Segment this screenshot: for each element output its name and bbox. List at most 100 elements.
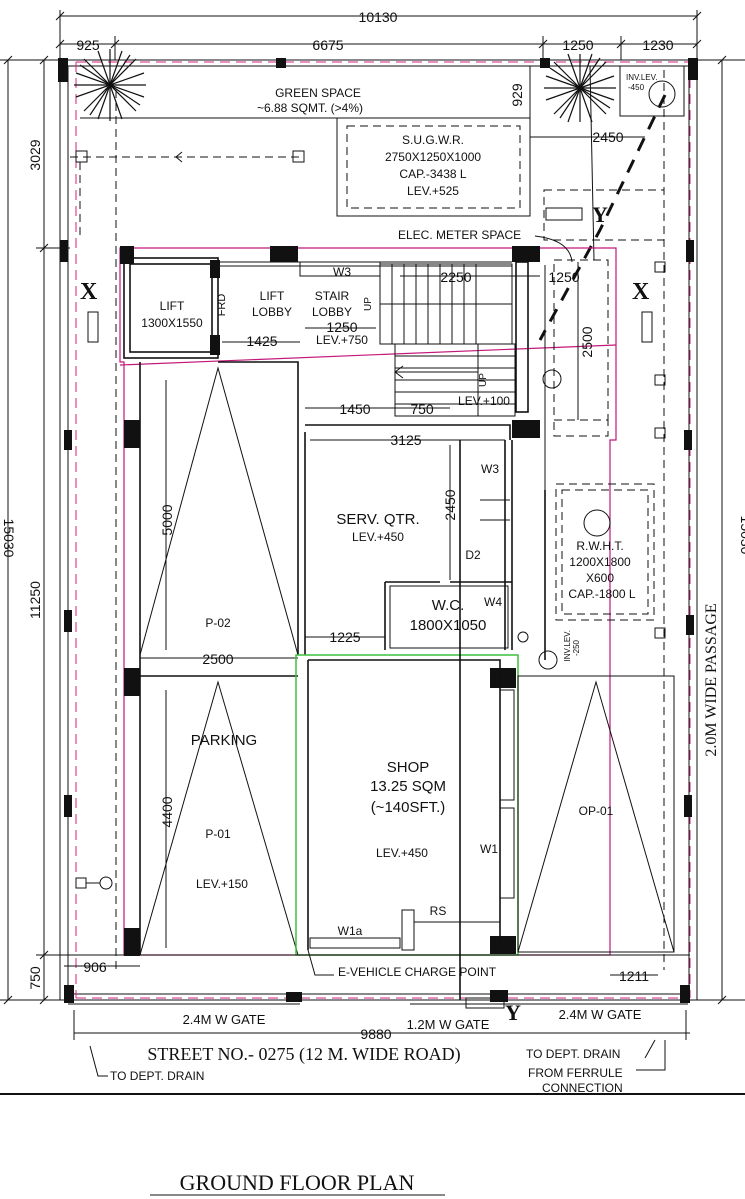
p02-label: P-02 <box>205 616 231 630</box>
building-columns <box>120 246 540 956</box>
dim-top-seg-4: 1230 <box>642 37 673 53</box>
stair-up-label-2: UP <box>478 373 489 387</box>
boundary-columns <box>58 58 698 1003</box>
section-x-right-label: X <box>632 279 650 305</box>
p01-name: P-01 <box>205 827 231 841</box>
interior-walls: 1450 750 3125 2450 <box>139 265 546 955</box>
street: STREET NO.- 0275 (12 M. WIDE ROAD) TO DE… <box>0 1039 745 1095</box>
dim-1450: 1450 <box>339 401 370 417</box>
duct-dashed-area: 2500 <box>515 259 609 437</box>
opening-w4: W4 <box>484 595 502 609</box>
dim-2250: 2250 <box>440 269 471 285</box>
green-space: GREEN SPACE ~6.88 SQMT. (>4%) <box>80 86 525 119</box>
p01-lev: LEV.+150 <box>196 877 248 891</box>
dim-2500-vertical: 2500 <box>579 326 595 357</box>
to-dept-drain-left: TO DEPT. DRAIN <box>110 1069 204 1083</box>
tree-right-icon <box>544 53 616 123</box>
inv-lev-top-2: -450 <box>628 83 645 92</box>
lift-name: LIFT <box>160 299 185 313</box>
dim-2450-vertical: 2450 <box>442 489 458 520</box>
dim-left-3029: 3029 <box>27 139 43 170</box>
open-parking-op01: OP-01 <box>517 675 675 953</box>
opening-d2: D2 <box>465 548 481 562</box>
section-mark-y-bottom: Y <box>465 997 521 1025</box>
lift: LIFT 1300X1550 FRD <box>123 257 228 359</box>
opening-rs: RS <box>430 904 447 918</box>
stair-up-label: UP <box>363 297 374 311</box>
dim-left-11250: 11250 <box>27 581 43 619</box>
inv-lev-mid-2: -250 <box>572 639 581 656</box>
sugwr-tank: S.U.G.W.R. 2750X1250X1000 CAP.-3438 L LE… <box>336 117 531 217</box>
from-ferrule-2: CONNECTION <box>542 1081 623 1095</box>
wc-size: 1800X1050 <box>410 617 487 634</box>
opening-w1a: W1a <box>338 924 363 938</box>
stair-lobby-lev: LEV.+750 <box>316 333 368 347</box>
green-space-name: GREEN SPACE <box>275 86 361 100</box>
dim-2450-top: 2450 <box>592 129 623 145</box>
section-mark-x-right: X <box>632 279 653 343</box>
dim-1250-stair: 1250 <box>326 319 357 335</box>
section-y-top-label: Y <box>592 202 608 227</box>
green-space-area: ~6.88 SQMT. (>4%) <box>257 101 363 115</box>
wc: W.C. 1800X1050 W4 <box>384 581 512 650</box>
street-label: STREET NO.- 0275 (12 M. WIDE ROAD) <box>147 1044 460 1065</box>
lift-size: 1300X1550 <box>141 316 203 330</box>
dim-3125: 3125 <box>390 432 421 448</box>
dim-750-stair: 750 <box>410 401 434 417</box>
dim-left-total: 15030 <box>1 519 17 558</box>
dim-right-total: 15030 <box>738 516 745 555</box>
opening-w1: W1 <box>480 842 498 856</box>
dim-1425: 1425 <box>246 333 277 349</box>
manhole-1-icon <box>542 369 562 389</box>
parking-p01: PARKING 4400 P-01 LEV.+150 <box>139 680 299 956</box>
inv-lev-top-1: INV.LEV. <box>626 73 657 82</box>
dim-4400: 4400 <box>159 796 175 827</box>
dim-bottom-total: 9880 <box>360 1026 391 1042</box>
rwht-size2: X600 <box>586 571 614 585</box>
sugwr-lev: LEV.+525 <box>407 184 459 198</box>
servant-quarter: SERV. QTR. LEV.+450 <box>336 511 419 544</box>
gate-middle: 1.2M W GATE <box>407 1017 490 1032</box>
shop-area2: (~140SFT.) <box>371 799 446 816</box>
wc-name: W.C. <box>432 597 465 614</box>
plan-title-text: GROUND FLOOR PLAN <box>180 1170 415 1195</box>
to-dept-drain-right: TO DEPT. DRAIN <box>526 1047 620 1061</box>
section-mark-y-top: Y <box>545 202 608 227</box>
inspection-pit-top: INV.LEV. -450 <box>619 65 685 117</box>
frd-label: FRD <box>216 294 228 317</box>
ev-charge-label: E-VEHICLE CHARGE POINT <box>338 965 497 979</box>
dim-overall-width: 10130 <box>359 9 398 25</box>
dim-2500-horizontal: 2500 <box>202 651 233 667</box>
dim-1211: 1211 <box>619 968 649 984</box>
rwht-name: R.W.H.T. <box>576 539 623 553</box>
gates: 2.4M W GATE 1.2M W GATE 2.4M W GATE <box>68 1003 688 1032</box>
opening-w3-side: W3 <box>481 462 499 476</box>
section-y-bottom-label: Y <box>505 1000 521 1025</box>
gate-left: 2.4M W GATE <box>183 1012 266 1027</box>
shop-name: SHOP <box>387 759 430 776</box>
lift-lobby-2: LOBBY <box>252 305 292 319</box>
parking-p02: 5000 P-02 <box>139 366 299 656</box>
sugwr-cap: CAP.-3438 L <box>399 167 466 181</box>
left-dimension-chain: 3029 11250 750 15030 <box>0 55 70 1005</box>
dim-5000: 5000 <box>159 504 175 535</box>
right-dimension-chain: 15030 <box>697 55 745 1005</box>
rwht-size: 1200X1800 <box>569 555 631 569</box>
drain-line-top <box>70 150 305 240</box>
rwht-tank: R.W.H.T. 1200X1800 X600 CAP.-1800 L <box>555 483 655 621</box>
tap-icon <box>517 631 529 643</box>
dim-top-seg-3: 1250 <box>562 37 593 53</box>
dim-1225: 1225 <box>329 629 360 645</box>
serv-qtr-lev: LEV.+450 <box>352 530 404 544</box>
dim-929: 929 <box>509 83 525 107</box>
opening-w3-top: W3 <box>333 265 351 279</box>
manhole-2-icon <box>538 650 558 670</box>
staircase: UP UP LEV.+100 <box>363 263 516 417</box>
dim-left-750: 750 <box>27 966 43 990</box>
right-driveway-dashed <box>538 65 667 341</box>
lift-lobby-1: LIFT <box>260 289 285 303</box>
op01-label: OP-01 <box>579 804 614 818</box>
parking-label: PARKING <box>191 732 257 749</box>
shop: SHOP 13.25 SQM (~140SFT.) LEV.+450 W1 RS… <box>295 654 519 956</box>
